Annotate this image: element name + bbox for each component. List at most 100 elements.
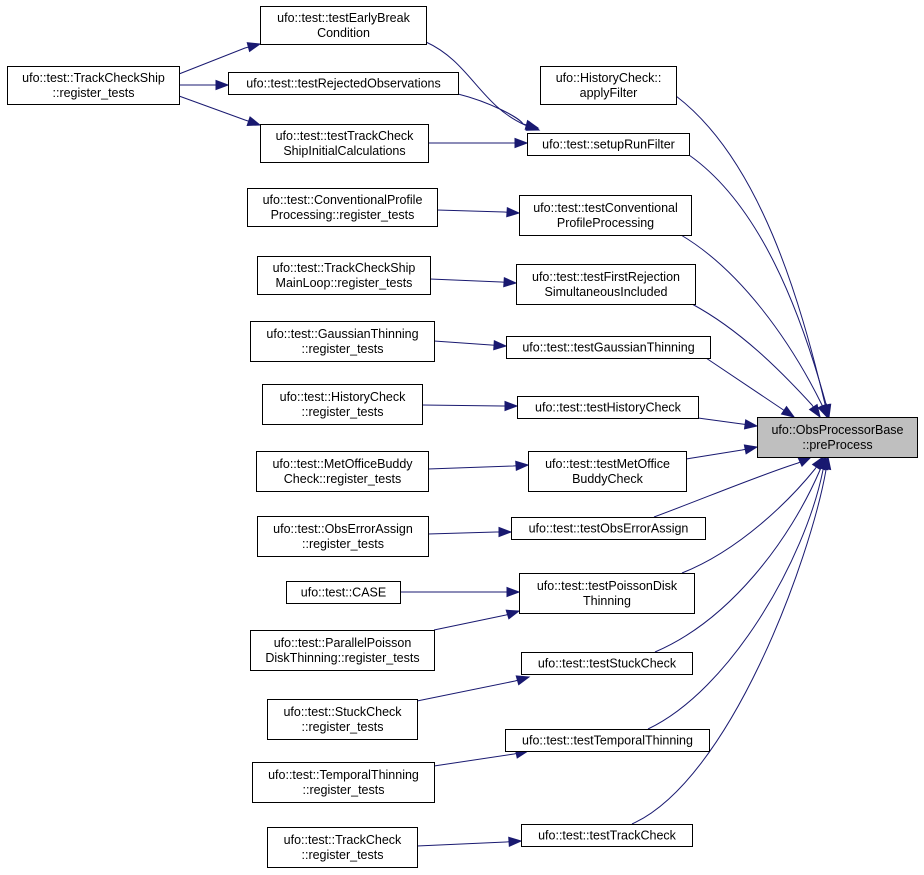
node-trackcheck-reg[interactable]: ufo::test::TrackCheck::register_tests (267, 827, 418, 868)
edge-17 (427, 464, 529, 470)
arrowhead-6 (514, 137, 529, 149)
arrowhead-20 (797, 456, 813, 467)
node-track-ship-main-reg[interactable]: ufo::test::TrackCheckShipMainLoop::regis… (257, 256, 431, 295)
node-metoffice-reg[interactable]: ufo::test::MetOfficeBuddyCheck::register… (256, 451, 429, 492)
edge-8 (688, 154, 830, 418)
node-label-line: ufo::test::testTemporalThinning (522, 734, 693, 748)
node-box (260, 6, 427, 45)
node-case[interactable]: ufo::test::CASE (286, 581, 401, 604)
edge-25 (654, 456, 826, 653)
node-box (257, 516, 429, 557)
node-preprocess[interactable]: ufo::ObsProcessorBase::preProcess (757, 417, 918, 458)
arrowhead-1 (246, 42, 262, 53)
arrowhead-28 (508, 836, 523, 848)
node-box (506, 336, 711, 359)
node-label-line: ufo::test::testConventional (533, 201, 678, 215)
edge-27 (647, 456, 827, 730)
node-test-stuck[interactable]: ufo::test::testStuckCheck (521, 652, 693, 675)
node-label-line: ufo::test::ConventionalProfile (263, 193, 423, 207)
node-track-ship-reg[interactable]: ufo::test::TrackCheckShip::register_test… (7, 66, 180, 105)
edge-7 (675, 95, 829, 418)
node-label-line: ufo::test::TemporalThinning (268, 768, 419, 782)
arrowhead-18 (743, 444, 759, 455)
arrowhead-3 (246, 116, 262, 127)
call-graph-nodes: ufo::test::TrackCheckShip::register_test… (7, 6, 918, 868)
node-history-apply[interactable]: ufo::HistoryCheck::applyFilter (540, 66, 677, 105)
node-test-gaussian[interactable]: ufo::test::testGaussianThinning (506, 336, 711, 359)
node-rejected-obs[interactable]: ufo::test::testRejectedObservations (228, 72, 459, 95)
node-test-temporal[interactable]: ufo::test::testTemporalThinning (505, 729, 710, 752)
node-label-line: ufo::HistoryCheck:: (556, 71, 662, 85)
node-label-line: ufo::test::MetOfficeBuddy (272, 457, 413, 471)
node-label-line: ufo::test::testHistoryCheck (535, 401, 682, 415)
node-box (247, 188, 438, 227)
node-label-line: ufo::test::testStuckCheck (538, 657, 677, 671)
arrowhead-17 (515, 460, 530, 472)
arrowhead-9 (506, 206, 521, 218)
edge-14 (705, 357, 795, 418)
node-label-line: ufo::test::testPoissonDisk (537, 579, 678, 593)
node-box (257, 256, 431, 295)
edge-26 (433, 750, 529, 767)
node-label-line: Condition (317, 26, 370, 40)
node-label-line: BuddyCheck (572, 472, 644, 486)
node-test-history[interactable]: ufo::test::testHistoryCheck (517, 396, 699, 419)
arrowhead-19 (498, 526, 513, 538)
node-label-line: ufo::test::TrackCheckShip (22, 71, 165, 85)
edge-12 (691, 303, 821, 418)
node-test-conv-profile[interactable]: ufo::test::testConventionalProfileProces… (519, 195, 692, 236)
node-label-line: ufo::ObsProcessorBase (771, 423, 903, 437)
edge-15 (421, 404, 517, 407)
node-conv-profile-reg[interactable]: ufo::test::ConventionalProfileProcessing… (247, 188, 438, 227)
node-box (256, 451, 429, 492)
node-label-line: ufo::test::testTrackCheck (538, 829, 677, 843)
node-parallel-poisson-reg[interactable]: ufo::test::ParallelPoissonDiskThinning::… (250, 630, 435, 671)
node-stuck-reg[interactable]: ufo::test::StuckCheck::register_tests (267, 699, 418, 740)
arrowhead-13 (493, 339, 508, 351)
node-box (260, 124, 429, 163)
node-label-line: ufo::test::testTrackCheck (276, 129, 415, 143)
arrowhead-14 (780, 405, 796, 418)
arrowhead-29 (820, 455, 832, 471)
edge-22 (433, 610, 520, 631)
edge-23 (681, 456, 824, 574)
node-label-line: ufo::test::TrackCheckShip (273, 261, 416, 275)
node-label-line: ufo::test::TrackCheck (284, 833, 402, 847)
node-label-line: ufo::test::testEarlyBreak (277, 11, 410, 25)
node-box (250, 321, 435, 362)
node-test-trackcheck[interactable]: ufo::test::testTrackCheck (521, 824, 693, 847)
node-box (267, 827, 418, 868)
node-box (250, 630, 435, 671)
arrowhead-5 (524, 119, 540, 130)
node-setup-run-filter[interactable]: ufo::test::setupRunFilter (527, 133, 690, 156)
node-test-first-rejection[interactable]: ufo::test::testFirstRejectionSimultaneou… (516, 264, 696, 305)
arrowhead-10 (817, 403, 828, 419)
node-label-line: ufo::test::testGaussianThinning (522, 341, 694, 355)
node-label-line: Check::register_tests (284, 472, 401, 486)
edge-28 (416, 840, 522, 847)
node-label-line: ufo::test::CASE (301, 586, 386, 600)
node-label-line: ufo::test::testFirstRejection (532, 270, 680, 284)
node-history-reg[interactable]: ufo::test::HistoryCheck::register_tests (262, 384, 423, 425)
node-label-line: Processing::register_tests (271, 208, 415, 222)
node-box (516, 264, 696, 305)
node-box (540, 66, 677, 105)
node-track-ship-init[interactable]: ufo::test::testTrackCheckShipInitialCalc… (260, 124, 429, 163)
node-gaussian-reg[interactable]: ufo::test::GaussianThinning::register_te… (250, 321, 435, 362)
node-box (505, 729, 710, 752)
node-box (521, 824, 693, 847)
node-test-obserror[interactable]: ufo::test::testObsErrorAssign (511, 517, 706, 540)
node-box (519, 195, 692, 236)
node-label-line: ::preProcess (802, 438, 872, 452)
node-temporal-reg[interactable]: ufo::test::TemporalThinning::register_te… (252, 762, 435, 803)
node-box (521, 652, 693, 675)
node-obserror-reg[interactable]: ufo::test::ObsErrorAssign::register_test… (257, 516, 429, 557)
node-label-line: ::register_tests (302, 848, 384, 862)
node-label-line: ::register_tests (302, 537, 384, 551)
edge-5 (457, 93, 539, 129)
node-box (252, 762, 435, 803)
